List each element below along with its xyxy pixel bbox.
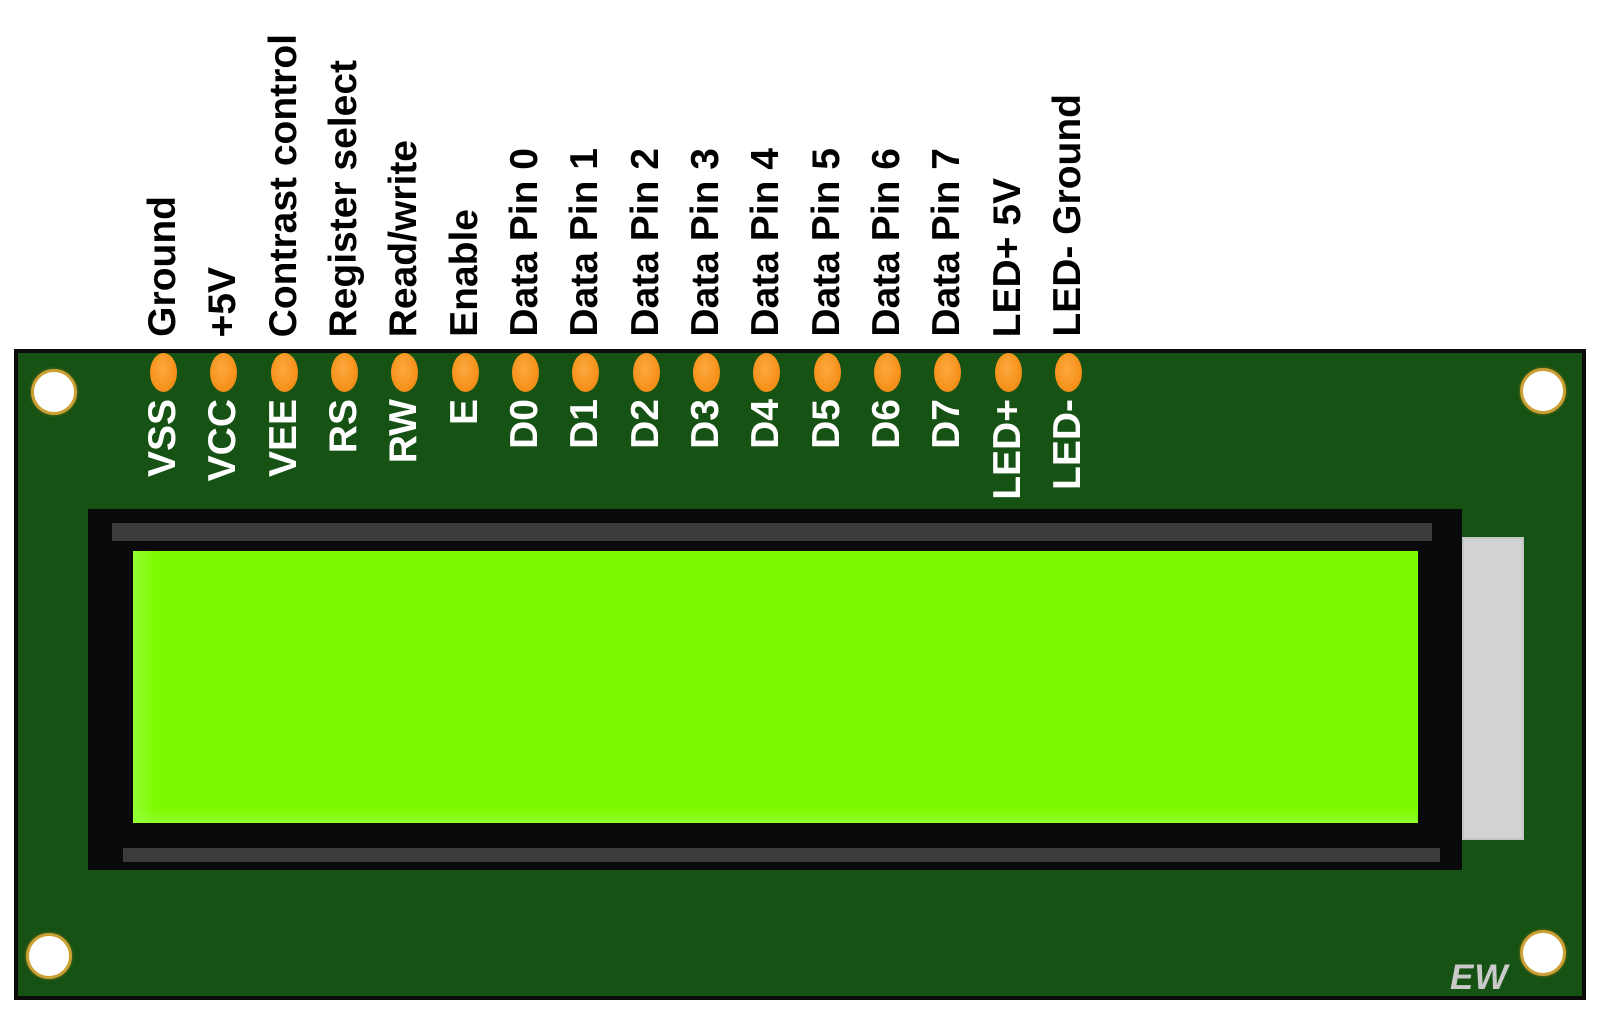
mounting-hole-top-right: [1520, 368, 1566, 414]
pin-d0: [511, 353, 539, 392]
pin-vss: [150, 353, 177, 392]
pin-signal-d6: D6: [864, 399, 908, 449]
silkscreen-mark: EW: [1450, 958, 1509, 997]
pin-description-vss: Ground: [141, 196, 184, 337]
pin-description-led-plus: LED+ 5V: [985, 177, 1029, 337]
pin-d5: [813, 353, 841, 392]
pin-d1: [572, 353, 600, 392]
pin-signal-e: E: [442, 399, 486, 426]
pin-signal-d0: D0: [502, 399, 546, 449]
pin-description-d7: Data Pin 7: [925, 148, 969, 337]
pin-signal-vee: VEE: [261, 399, 305, 478]
pin-signal-d4: D4: [744, 399, 788, 449]
pin-e: [451, 353, 479, 392]
pin-signal-rs: RS: [321, 399, 365, 454]
pin-description-d3: Data Pin 3: [683, 148, 727, 337]
lcd-module: [88, 509, 1462, 870]
pin-description-vee: Contrast control: [261, 33, 305, 337]
pin-d7: [934, 353, 962, 392]
pin-led-minus: [1054, 353, 1082, 392]
pin-signal-d2: D2: [623, 399, 667, 449]
mounting-hole-top-left: [31, 369, 77, 415]
pin-signal-d3: D3: [683, 399, 727, 449]
pin-description-d1: Data Pin 1: [563, 148, 607, 337]
pin-description-d6: Data Pin 6: [864, 148, 908, 337]
lcd-screen: [133, 551, 1418, 823]
pin-signal-d7: D7: [925, 399, 969, 449]
pin-description-rw: Read/write: [382, 139, 426, 337]
mounting-hole-bottom-right: [1520, 930, 1566, 976]
pin-description-vcc: +5V: [201, 266, 245, 337]
pin-signal-vcc: VCC: [201, 399, 245, 482]
pin-rw: [391, 353, 419, 392]
bezel-highlight-bottom: [123, 848, 1440, 862]
pin-signal-d1: D1: [563, 399, 607, 449]
backlight-tab: [1462, 537, 1524, 840]
pin-description-e: Enable: [442, 209, 486, 337]
pin-vcc: [210, 353, 238, 392]
pin-description-d4: Data Pin 4: [744, 148, 788, 337]
pin-rs: [330, 353, 358, 392]
bezel-highlight-top: [112, 523, 1432, 541]
pin-description-d2: Data Pin 2: [623, 148, 667, 337]
pin-description-led-minus: LED- Ground: [1045, 94, 1089, 337]
pin-d3: [692, 353, 720, 392]
pin-d4: [753, 353, 781, 392]
pin-description-d5: Data Pin 5: [804, 148, 848, 337]
pin-d6: [873, 353, 901, 392]
pin-signal-d5: D5: [804, 399, 848, 449]
pin-led-plus: [994, 353, 1022, 392]
pin-signal-led-plus: LED+: [985, 399, 1029, 500]
pin-signal-led-minus: LED-: [1045, 399, 1089, 490]
pin-description-rs: Register select: [321, 59, 365, 337]
pin-signal-vss: VSS: [141, 399, 184, 478]
pin-description-d0: Data Pin 0: [502, 148, 546, 337]
pin-signal-rw: RW: [382, 399, 426, 464]
pin-vee: [270, 353, 298, 392]
mounting-hole-bottom-left: [26, 933, 72, 979]
pin-d2: [632, 353, 660, 392]
